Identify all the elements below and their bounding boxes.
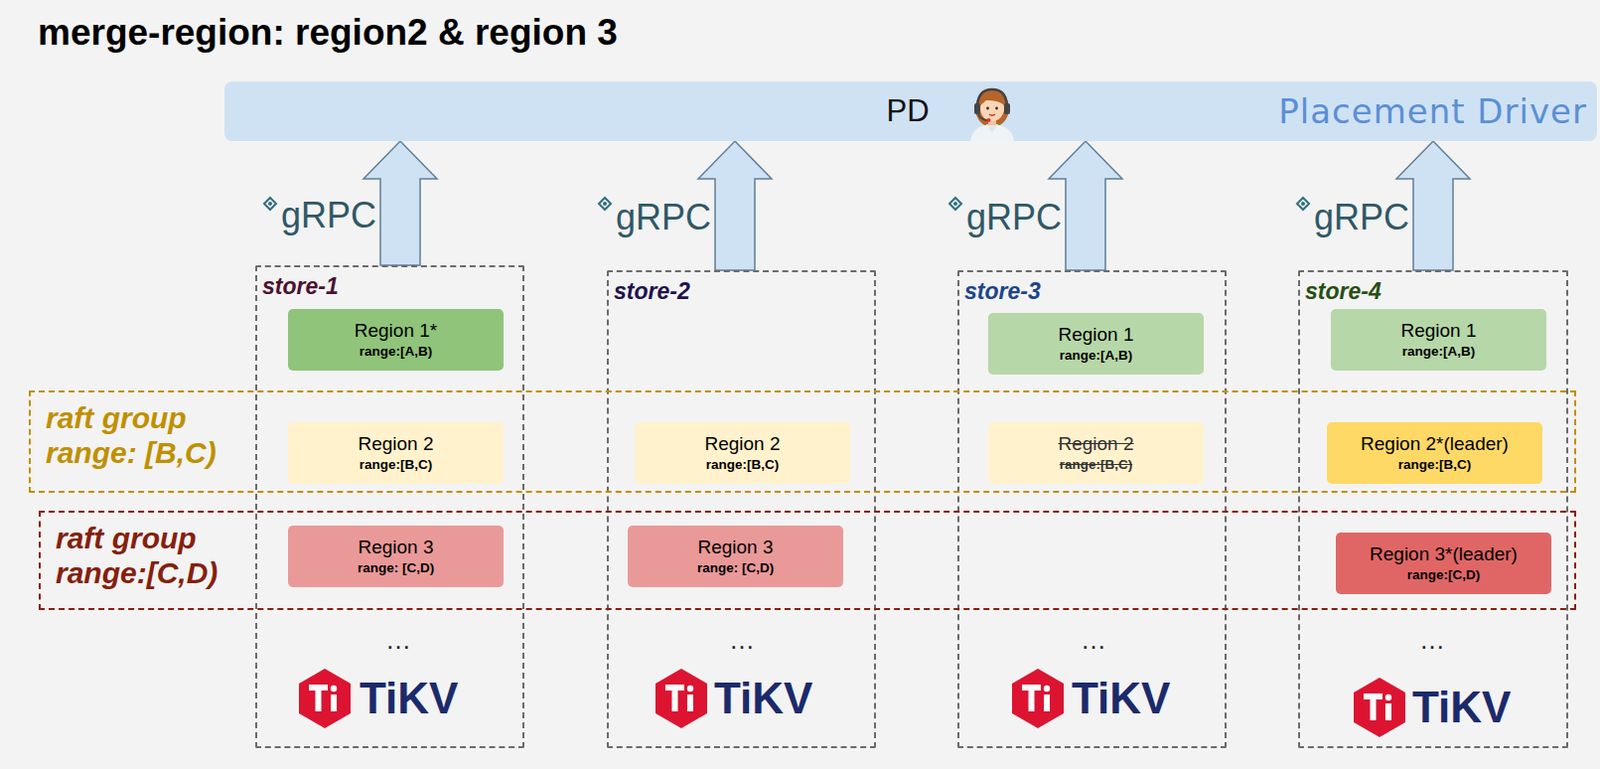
region-range: range: [C,D)	[697, 559, 774, 578]
region-range: range:[A,B)	[359, 342, 434, 361]
region-name: Region 2	[1057, 433, 1134, 456]
placement-driver-bar: PD Placement Driver	[224, 81, 1598, 142]
diagram-title: merge-region: region2 & region 3	[37, 11, 618, 54]
ellipsis: …	[1080, 624, 1107, 656]
ellipsis: …	[385, 624, 412, 656]
region-range: range:[C,D)	[1407, 566, 1481, 584]
raft-group-label: raft group range: [B,C)	[45, 401, 245, 470]
store-box: store-4Region 1range:[A,B) Region 2*(lead…	[1298, 270, 1569, 748]
region-name: Region 1*	[354, 319, 437, 343]
store-label: store-2	[613, 278, 691, 305]
region-range: range:[B,C)	[359, 455, 434, 474]
ellipsis: …	[1419, 624, 1446, 656]
grpc-label: gRPC	[281, 194, 377, 237]
tikv-logo	[298, 668, 351, 728]
grpc-label: gRPC	[615, 196, 712, 239]
store-label: store-4	[1305, 278, 1382, 305]
operator-icon	[964, 81, 1021, 142]
tikv-wordmark: TiKV	[1071, 673, 1170, 724]
tikv-wordmark: TiKV	[1412, 682, 1511, 732]
tikv-logo	[655, 668, 708, 728]
pd-label: PD	[885, 93, 929, 130]
raft-group-label: raft group range:[C,D)	[55, 521, 255, 590]
region-range: range:[B,C)	[1059, 455, 1134, 474]
region-name: Region 2*(leader)	[1360, 433, 1509, 456]
store-label: store-3	[964, 278, 1041, 305]
store-label: store-1	[262, 273, 339, 300]
grpc-icon	[264, 197, 277, 210]
region-range: range:[A,B)	[1059, 346, 1134, 365]
region-box: Region 2range:[B,C)	[634, 422, 851, 484]
region-range: range:[A,B)	[1402, 342, 1476, 361]
region-box: Region 1range:[A,B)	[988, 312, 1204, 375]
region-box: Region 2*(leader)range:[B,C)	[1326, 422, 1543, 484]
region-range: range:[B,C)	[706, 455, 780, 474]
pd-subtitle: Placement Driver	[1278, 91, 1588, 132]
region-name: Region 3*(leader)	[1369, 543, 1518, 567]
grpc-icon	[1297, 197, 1310, 210]
region-name: Region 1	[1400, 319, 1476, 343]
grpc-icons	[264, 197, 1310, 210]
grpc-icon	[598, 197, 611, 210]
tikv-logo	[1012, 668, 1064, 728]
region-box: Region 3range: [C,D)	[288, 525, 504, 587]
region-box: Region 2range:[B,C)	[988, 422, 1204, 484]
tikv-wordmark: TiKV	[714, 673, 813, 724]
region-name: Region 2	[704, 433, 780, 456]
region-name: Region 1	[1057, 323, 1134, 347]
grpc-label: gRPC	[1313, 196, 1410, 239]
tikv-logos	[298, 668, 1406, 737]
region-range: range:[B,C)	[1398, 455, 1472, 474]
region-box: Region 2range:[B,C)	[288, 422, 504, 484]
region-box: Region 1*range:[A,B)	[288, 308, 504, 371]
ellipsis: …	[728, 624, 755, 656]
tikv-logo	[1353, 677, 1406, 737]
region-name: Region 3	[697, 536, 773, 560]
tikv-wordmark: TiKV	[359, 673, 458, 724]
region-box: Region 1range:[A,B)	[1330, 308, 1547, 371]
region-name: Region 2	[357, 433, 434, 456]
grpc-label: gRPC	[966, 196, 1062, 239]
region-range: range: [C,D)	[357, 559, 435, 578]
region-box: Region 3range: [C,D)	[627, 525, 844, 587]
grpc-icon	[949, 197, 962, 210]
region-name: Region 3	[357, 536, 434, 560]
region-box: Region 3*(leader)range:[C,D)	[1335, 532, 1552, 594]
